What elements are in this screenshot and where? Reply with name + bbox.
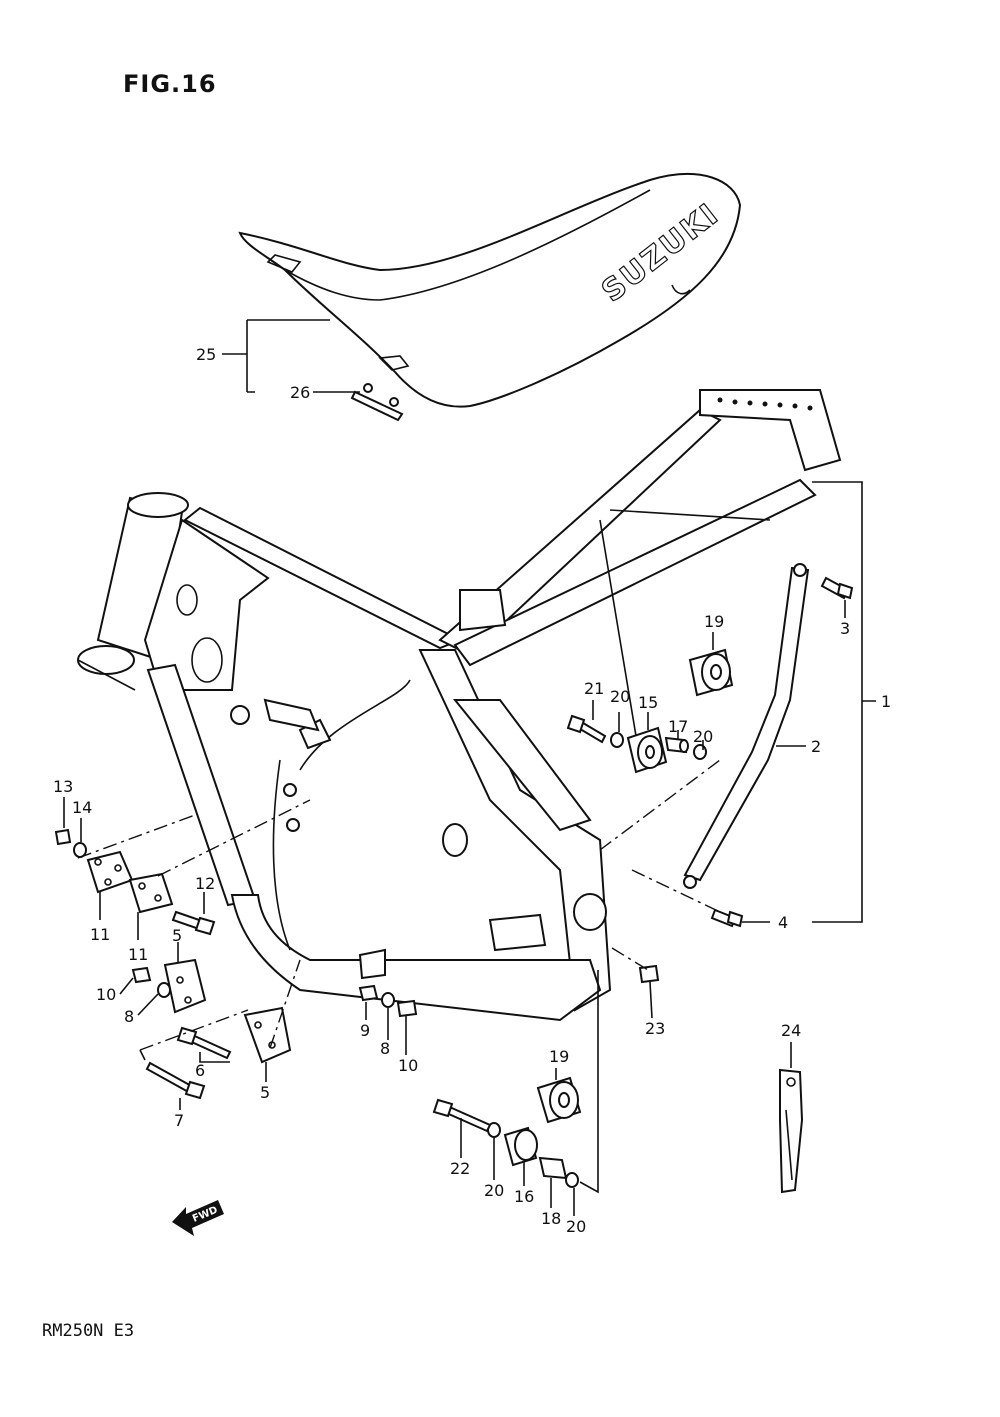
callout-12: 12	[195, 874, 215, 893]
callout-21: 21	[584, 679, 604, 698]
callout-26: 26	[290, 383, 310, 402]
seat-assembly: SUZUKI	[238, 173, 742, 422]
callout-9: 9	[360, 1021, 370, 1040]
bushing-15	[626, 726, 668, 774]
callout-19-upper: 19	[704, 612, 724, 631]
rear-strut	[683, 563, 810, 889]
model-code: RM250N E3	[42, 1321, 135, 1341]
washer-20-b	[693, 744, 707, 760]
callout-13: 13	[53, 777, 73, 796]
bolt-3	[820, 576, 854, 600]
callout-5-b: 5	[260, 1083, 270, 1102]
callout-22: 22	[450, 1159, 470, 1178]
callout-3: 3	[840, 619, 850, 638]
subframe-holes	[717, 397, 813, 411]
callout-23: 23	[645, 1019, 665, 1038]
callout-8-a: 8	[124, 1007, 134, 1026]
bushing-19-upper	[688, 648, 734, 697]
callout-2: 2	[811, 737, 821, 756]
bolt-4	[710, 908, 744, 928]
callout-25: 25	[196, 345, 216, 364]
callout-6: 6	[195, 1061, 205, 1080]
callout-8-b: 8	[380, 1039, 390, 1058]
frame-body	[77, 389, 842, 1022]
bolt-21	[566, 714, 607, 744]
washer-20-a	[610, 732, 624, 748]
callout-20-d: 20	[566, 1217, 586, 1236]
callout-15: 15	[638, 693, 658, 712]
callout-11-a: 11	[90, 925, 110, 944]
callout-numbers: 25 26 1 2 3 4 19 21 20 15 17 20 13 14 11…	[53, 345, 891, 1236]
callout-19-lower: 19	[549, 1047, 569, 1066]
callout-10-b: 10	[398, 1056, 418, 1075]
callout-5-a: 5	[172, 926, 182, 945]
strap-24	[779, 1068, 804, 1194]
callout-24: 24	[781, 1021, 801, 1040]
callout-16: 16	[514, 1187, 534, 1206]
callout-20-b: 20	[693, 727, 713, 746]
callout-20-a: 20	[610, 687, 630, 706]
callout-14: 14	[72, 798, 92, 817]
callout-4: 4	[778, 913, 788, 932]
figure-title: FIG.16	[123, 70, 217, 98]
leader-lines	[63, 319, 876, 1216]
callout-17: 17	[668, 717, 688, 736]
callout-18: 18	[541, 1209, 561, 1228]
callout-7: 7	[174, 1111, 184, 1130]
assembly-dash-lines	[77, 759, 721, 1051]
fwd-arrow-icon: FWD	[172, 1200, 224, 1236]
callout-11-b: 11	[128, 945, 148, 964]
lower-bushing-parts	[432, 1076, 582, 1188]
callout-1: 1	[881, 692, 891, 711]
callout-10-a: 10	[96, 985, 116, 1004]
front-mount-parts	[54, 828, 660, 1100]
collar-17	[664, 736, 689, 754]
callout-20-c: 20	[484, 1181, 504, 1200]
